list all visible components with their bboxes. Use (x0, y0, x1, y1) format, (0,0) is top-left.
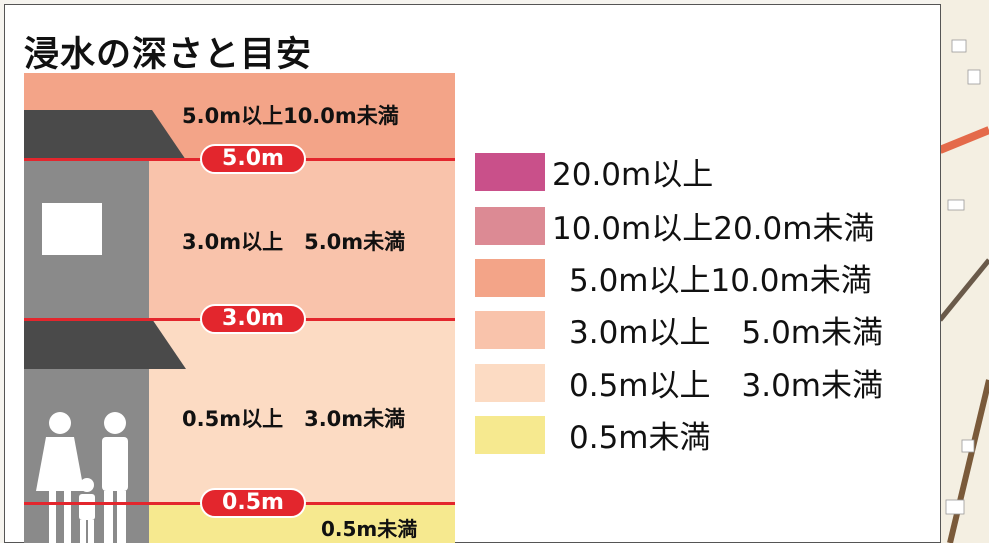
band-label-05-3m: 0.5m以上 3.0m未満 (182, 407, 406, 431)
legend-label: 5.0m以上10.0m未満 (569, 263, 872, 299)
marker-5m: 5.0m (200, 144, 306, 174)
upper-roof-icon (24, 110, 186, 160)
depth-diagram: 5.0m 3.0m 0.5m 5.0m以上10.0m未満 3.0m以上 5.0m… (24, 73, 455, 543)
legend-label: 3.0m以上 5.0m未満 (569, 315, 883, 351)
band-label-5-10m: 5.0m以上10.0m未満 (182, 104, 399, 128)
lower-roof-icon (24, 319, 186, 369)
legend-label: 20.0m以上 (552, 157, 714, 193)
band-label-3-5m: 3.0m以上 5.0m未満 (182, 230, 406, 254)
marker-3m: 3.0m (200, 304, 306, 334)
legend-swatch (475, 207, 545, 245)
legend-title: 浸水の深さと目安 (24, 35, 313, 75)
map-roads (940, 0, 989, 543)
map-strip (940, 0, 989, 543)
legend-swatch (475, 416, 545, 454)
legend-swatch (475, 153, 545, 191)
band-label-under-05m: 0.5m未満 (321, 517, 418, 541)
legend-swatch (475, 259, 545, 297)
legend-label: 0.5m未満 (569, 420, 711, 456)
legend-swatch (475, 364, 545, 402)
marker-05m: 0.5m (200, 488, 306, 518)
family-icon (36, 412, 128, 543)
legend-label: 0.5m以上 3.0m未満 (569, 368, 883, 404)
legend-label: 10.0m以上20.0m未満 (552, 211, 875, 247)
house-window (42, 203, 102, 255)
legend-swatch (475, 311, 545, 349)
